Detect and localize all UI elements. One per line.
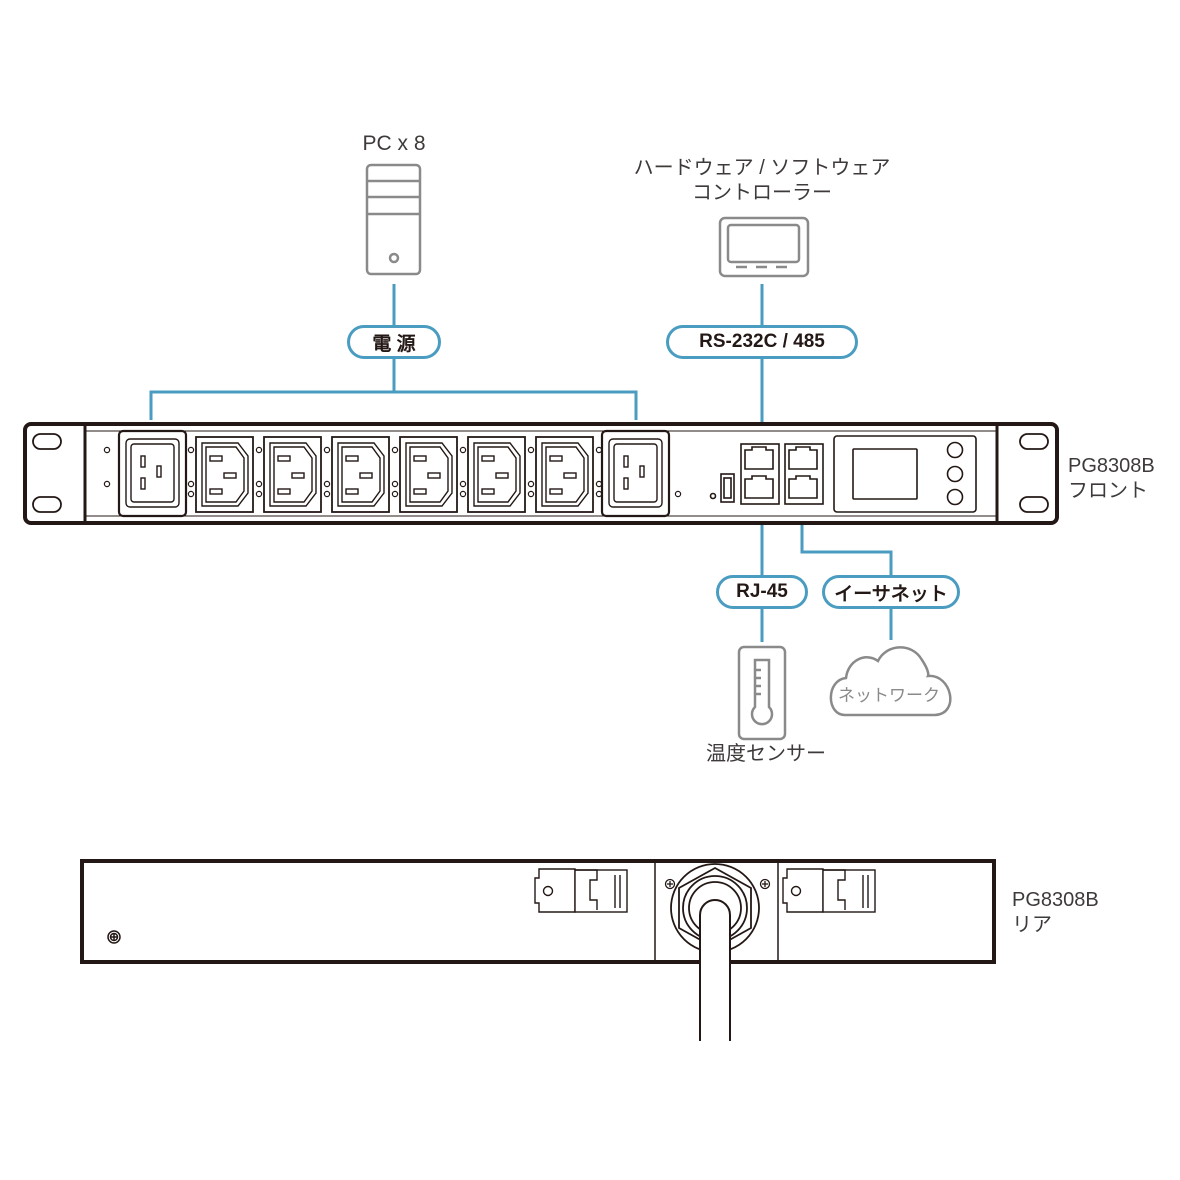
front-view-label: フロント	[1068, 480, 1148, 502]
c19-outlet	[600, 429, 671, 518]
c13-outlet	[331, 436, 390, 513]
rear-unit	[80, 859, 996, 1041]
rj45-connection-label: RJ-45	[716, 575, 808, 609]
keyhole-mark	[459, 446, 467, 498]
c13-outlet	[399, 436, 458, 513]
mount-slot	[32, 433, 62, 450]
c13-outlet	[467, 436, 526, 513]
ground-screw-icon	[107, 930, 121, 944]
power-bus-line	[149, 390, 638, 420]
rear-model-label: PG8308B	[1012, 889, 1099, 911]
lcd-screen	[852, 448, 918, 500]
mount-slot	[1019, 496, 1049, 513]
ethernet-connection-label: イーサネット	[822, 575, 960, 609]
outlet-led	[323, 490, 331, 498]
keyhole-mark	[323, 446, 331, 498]
indicator-led	[709, 492, 717, 500]
cloud-icon	[829, 646, 952, 717]
sensor-label: 温度センサー	[706, 743, 826, 765]
outlet-group	[103, 429, 682, 518]
connector-lines	[149, 284, 893, 642]
outlet-led	[527, 490, 535, 498]
network-label: ネットワーク	[838, 686, 940, 705]
rj45-port	[740, 443, 780, 505]
keyhole-mark	[527, 446, 535, 498]
screw-icon	[664, 878, 771, 890]
rj45-port	[784, 443, 824, 505]
rj45-port	[744, 475, 774, 499]
outlet-led	[187, 490, 195, 498]
c13-outlet	[263, 436, 322, 513]
rj45-port-block	[740, 443, 824, 505]
circuit-breaker	[534, 868, 628, 913]
outlet-led	[255, 490, 263, 498]
c19-outlet	[117, 429, 188, 518]
outlet-led	[391, 490, 399, 498]
controller-label-line2: コントローラー	[692, 182, 832, 204]
front-model-label: PG8308B	[1068, 455, 1155, 477]
keyhole-mark	[391, 446, 399, 498]
pc-label: PC x 8	[362, 132, 426, 155]
outlet-led	[595, 490, 603, 498]
ethernet-port-line	[800, 504, 893, 576]
controller-display-icon	[718, 216, 810, 278]
mount-slot	[1019, 433, 1049, 450]
keyhole-mark	[103, 446, 111, 488]
thermometer-icon	[737, 645, 787, 741]
keyhole-mark	[595, 446, 603, 498]
c13-outlet	[535, 436, 594, 513]
pc-tower-icon	[365, 163, 422, 276]
lcd-panel	[833, 435, 977, 513]
circuit-breaker	[782, 868, 876, 913]
screw-icon	[790, 885, 802, 897]
lcd-button	[946, 441, 964, 459]
mount-slot	[32, 496, 62, 513]
front-ports	[709, 435, 977, 513]
keyhole-mark	[255, 446, 263, 498]
keyhole-mark	[187, 446, 195, 498]
outlet-led	[459, 490, 467, 498]
rear-view-label: リア	[1012, 914, 1052, 936]
power-connection-label: 電 源	[347, 325, 441, 359]
c13-outlet	[195, 436, 254, 513]
lcd-button	[946, 465, 964, 483]
screw-icon	[542, 885, 554, 897]
controller-label-line1: ハードウェア / ソフトウェア	[633, 157, 891, 179]
serial-connection-label: RS-232C / 485	[666, 325, 858, 359]
indicator-led	[674, 490, 682, 498]
power-cord	[699, 899, 731, 1041]
usb-port	[720, 473, 735, 503]
rj45-port	[788, 475, 818, 499]
lcd-button	[946, 488, 964, 506]
